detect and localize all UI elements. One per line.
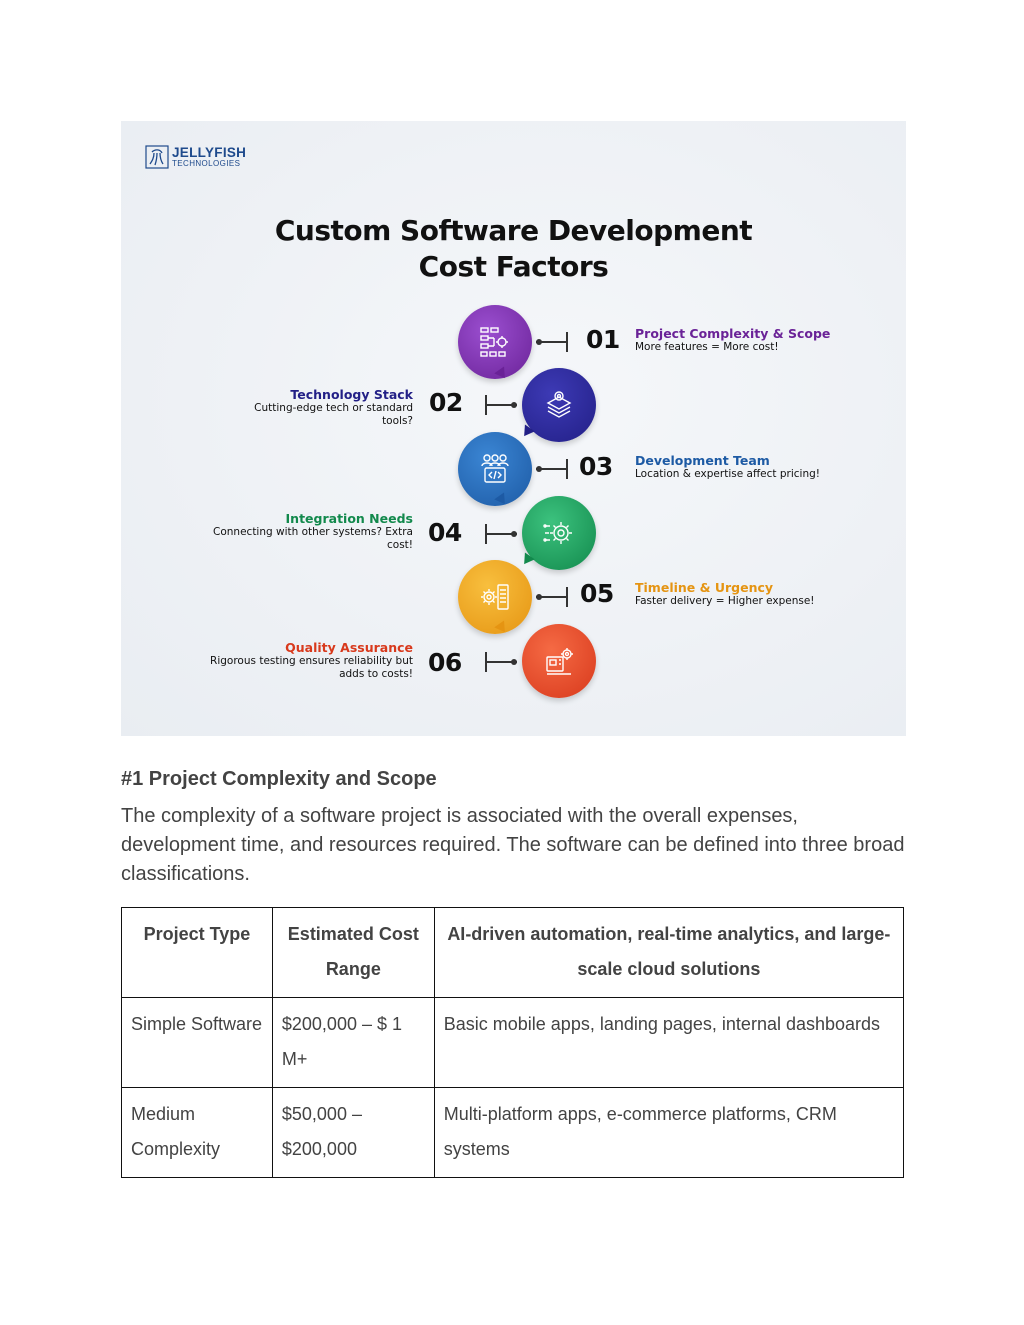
factor-05-desc: Faster delivery = Higher expense! <box>635 595 815 607</box>
cost-table: Project Type Estimated Cost Range AI-dri… <box>121 907 905 1178</box>
factor-02-label: Technology Stack Cutting-edge tech or st… <box>151 387 413 428</box>
header-description: AI-driven automation, real-time analytic… <box>433 907 905 998</box>
table-cell: $200,000 – $ 1 M+ <box>271 997 435 1088</box>
table-header-row: Project Type Estimated Cost Range AI-dri… <box>121 907 905 998</box>
factor-06-desc-1: Rigorous testing ensures reliability but <box>210 655 413 667</box>
gear-document-icon <box>481 584 509 610</box>
factor-02-title: Technology Stack <box>290 387 413 402</box>
section-heading: #1 Project Complexity and Scope <box>121 768 437 790</box>
factor-02-number: 02 <box>429 388 463 417</box>
factor-04-label: Integration Needs Connecting with other … <box>151 511 413 552</box>
factor-04-desc-2: cost! <box>387 539 413 551</box>
factor-05-circle <box>458 560 532 634</box>
company-logo: JELLYFISH TECHNOLOGIES <box>145 143 246 171</box>
factor-06-desc-2: adds to costs! <box>339 668 413 680</box>
jellyfish-logo-icon <box>145 145 169 169</box>
factor-01-circle <box>458 305 532 379</box>
factor-02-circle <box>522 368 596 442</box>
gear-circuit-icon <box>543 522 572 544</box>
table-cell: Multi-platform apps, e-commerce platform… <box>433 1087 905 1178</box>
title-line-2: Cost Factors <box>418 250 609 283</box>
team-code-icon <box>481 454 509 483</box>
factor-02-desc-2: tools? <box>382 415 413 427</box>
factor-06-circle <box>522 624 596 698</box>
infographic: JELLYFISH TECHNOLOGIES Custom Software D… <box>121 121 906 736</box>
section-paragraph: The complexity of a software project is … <box>121 805 905 885</box>
factor-03-label: Development Team Location & expertise af… <box>635 453 897 481</box>
factor-05-connector <box>536 587 568 607</box>
factor-01-number: 01 <box>586 325 620 354</box>
factor-03-number: 03 <box>579 452 613 481</box>
table-cell: Simple Software <box>121 997 273 1088</box>
factor-05-title: Timeline & Urgency <box>635 580 774 595</box>
factor-03-title: Development Team <box>635 453 770 468</box>
factor-03-desc: Location & expertise affect pricing! <box>635 468 820 480</box>
logo-subtitle: TECHNOLOGIES <box>172 159 241 169</box>
table-row: Medium Complexity $50,000 – $200,000 Mul… <box>121 1087 905 1178</box>
factor-03-connector <box>536 459 568 479</box>
factor-04-desc-1: Connecting with other systems? Extra <box>213 526 413 538</box>
factor-06-label: Quality Assurance Rigorous testing ensur… <box>151 640 413 681</box>
factor-06-title: Quality Assurance <box>285 640 413 655</box>
factor-06-number: 06 <box>428 648 462 677</box>
factor-06-connector <box>485 652 517 672</box>
table-cell: Basic mobile apps, landing pages, intern… <box>433 997 905 1088</box>
header-estimated-cost: Estimated Cost Range <box>271 907 435 998</box>
factor-04-title: Integration Needs <box>285 511 413 526</box>
factor-01-connector <box>536 332 568 352</box>
factor-04-number: 04 <box>428 518 462 547</box>
factor-04-circle <box>522 496 596 570</box>
machine-gear-icon <box>546 648 573 675</box>
factor-01-desc: More features = More cost! <box>635 341 779 353</box>
factor-02-connector <box>485 395 517 415</box>
table-row: Simple Software $200,000 – $ 1 M+ Basic … <box>121 997 905 1088</box>
infographic-title: Custom Software Development Cost Factors <box>121 213 906 285</box>
layers-target-icon <box>546 391 572 418</box>
logo-name: JELLYFISH <box>172 144 247 160</box>
factor-01-title: Project Complexity & Scope <box>635 326 831 341</box>
factor-05-label: Timeline & Urgency Faster delivery = Hig… <box>635 580 897 608</box>
header-project-type: Project Type <box>121 907 273 998</box>
title-line-1: Custom Software Development <box>274 214 753 247</box>
flowchart-icon <box>480 327 508 357</box>
factor-03-circle <box>458 432 532 506</box>
table-cell: Medium Complexity <box>121 1087 273 1178</box>
factor-02-desc-1: Cutting-edge tech or standard <box>254 402 413 414</box>
factor-01-label: Project Complexity & Scope More features… <box>635 326 895 354</box>
factor-04-connector <box>485 524 517 544</box>
factor-05-number: 05 <box>580 579 614 608</box>
table-cell: $50,000 – $200,000 <box>271 1087 435 1178</box>
